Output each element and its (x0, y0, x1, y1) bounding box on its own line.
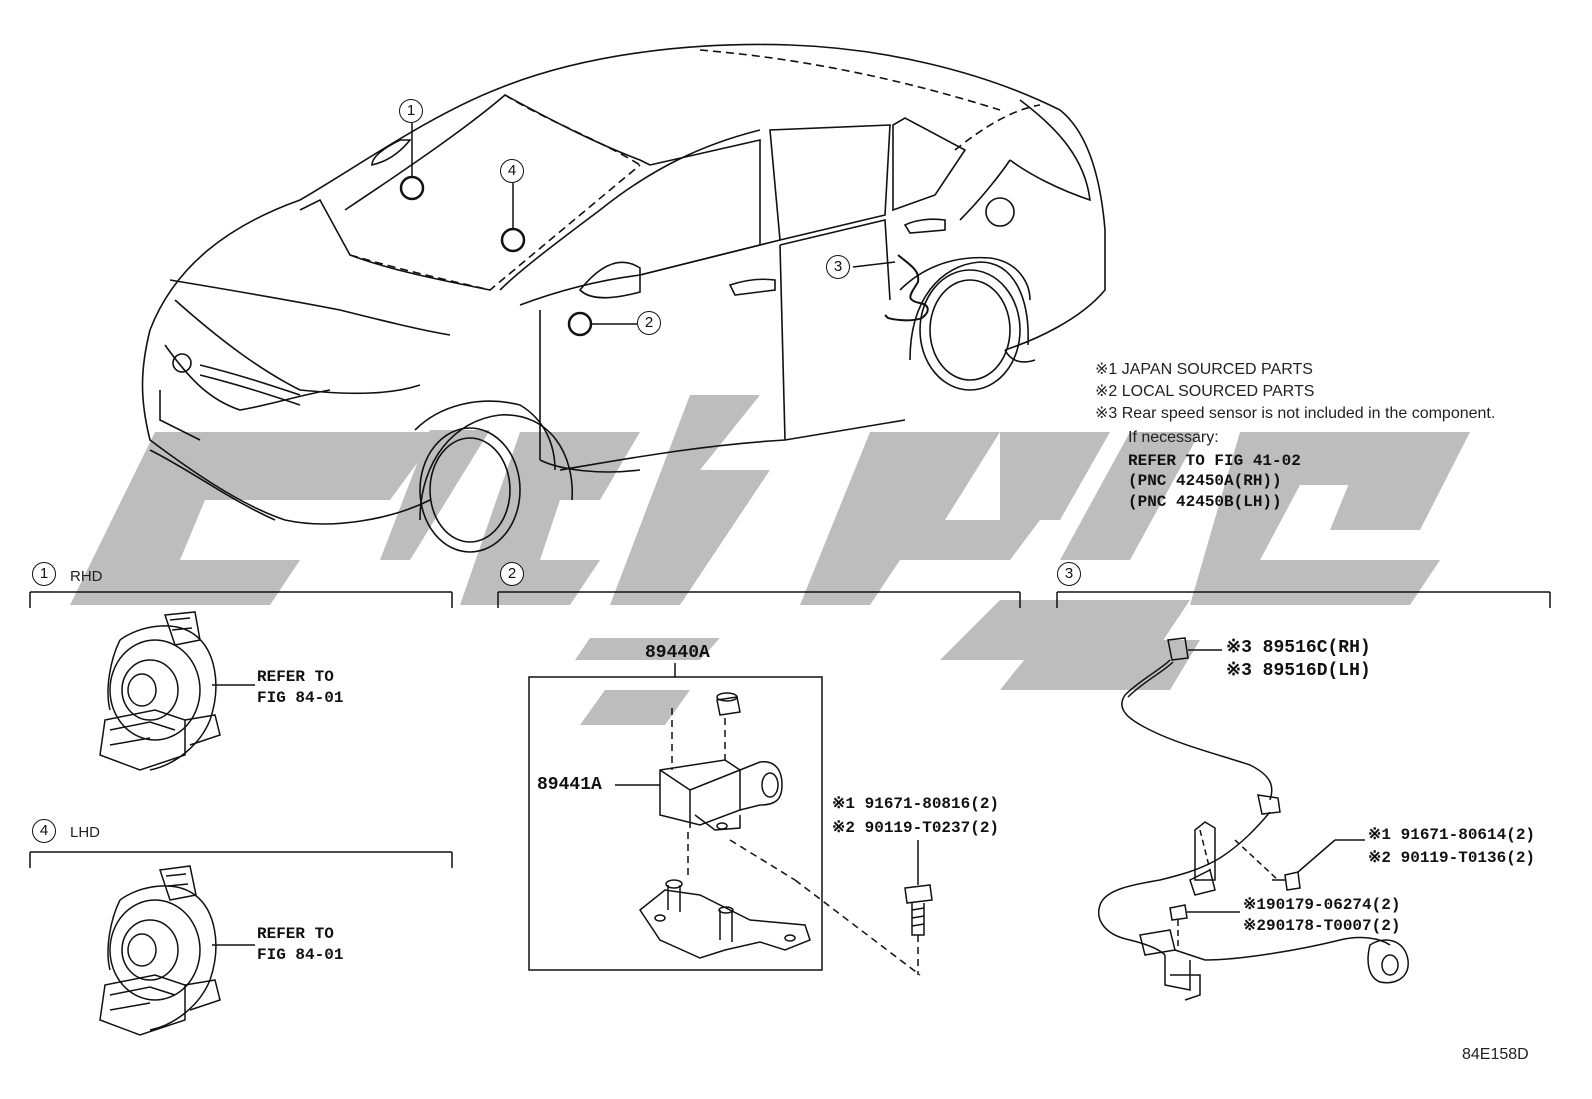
section-1-refer[interactable]: REFER TO (257, 668, 334, 686)
section-4-number: 4 (32, 819, 56, 843)
car-callout-markers (399, 123, 929, 337)
section-4-label: LHD (70, 824, 101, 841)
section-1-label: RHD (70, 568, 103, 585)
note-pnc-lh: (PNC 42450B(LH)) (1128, 493, 1282, 511)
callout-3: 3 (826, 255, 850, 279)
bolt-91671-80816[interactable]: ※1 91671-80816(2) (832, 795, 1000, 813)
airbag-sensor-assembly-drawing (528, 663, 933, 976)
note-local-sourced: ※2 LOCAL SOURCED PARTS (1095, 383, 1315, 400)
bolt-90119-t0136[interactable]: ※2 90119-T0136(2) (1368, 849, 1536, 867)
part-89440a[interactable]: 89440A (645, 643, 710, 663)
spiral-cable-rhd-drawing (99, 611, 255, 771)
vehicle-outline (141, 43, 1106, 553)
callout-2: 2 (637, 311, 661, 335)
bolt-90119-t0237[interactable]: ※2 90119-T0237(2) (832, 819, 1000, 837)
note-pnc-rh: (PNC 42450A(RH)) (1128, 472, 1282, 490)
callout-4: 4 (500, 159, 524, 183)
section-brackets (29, 591, 1551, 868)
section-4-refer[interactable]: REFER TO (257, 925, 334, 943)
nut-90178-t0007[interactable]: ※290178-T0007(2) (1243, 917, 1401, 935)
part-89441a[interactable]: 89441A (537, 775, 602, 795)
watermark-logo (70, 395, 1470, 725)
diagram-id: 84E158D (1462, 1046, 1529, 1063)
part-89516d-lh[interactable]: ※3 89516D(LH) (1226, 661, 1371, 681)
note-japan-sourced: ※1 JAPAN SOURCED PARTS (1095, 361, 1313, 378)
section-1-fig[interactable]: FIG 84-01 (257, 689, 344, 707)
section-3-number: 3 (1057, 562, 1081, 586)
section-1-number: 1 (32, 562, 56, 586)
note-refer-fig[interactable]: REFER TO FIG 41-02 (1128, 452, 1301, 470)
section-4-fig[interactable]: FIG 84-01 (257, 946, 344, 964)
spiral-cable-lhd-drawing (99, 865, 255, 1036)
part-89516c-rh[interactable]: ※3 89516C(RH) (1226, 638, 1371, 658)
callout-1: 1 (399, 99, 423, 123)
bolt-91671-80614[interactable]: ※1 91671-80614(2) (1368, 826, 1536, 844)
note-if-necessary: If necessary: (1128, 429, 1219, 446)
speed-sensor-drawing (1098, 637, 1409, 1001)
section-2-number: 2 (500, 562, 524, 586)
note-rear-speed-sensor: ※3 Rear speed sensor is not included in … (1095, 405, 1496, 422)
nut-90179-06274[interactable]: ※190179-06274(2) (1243, 896, 1401, 914)
